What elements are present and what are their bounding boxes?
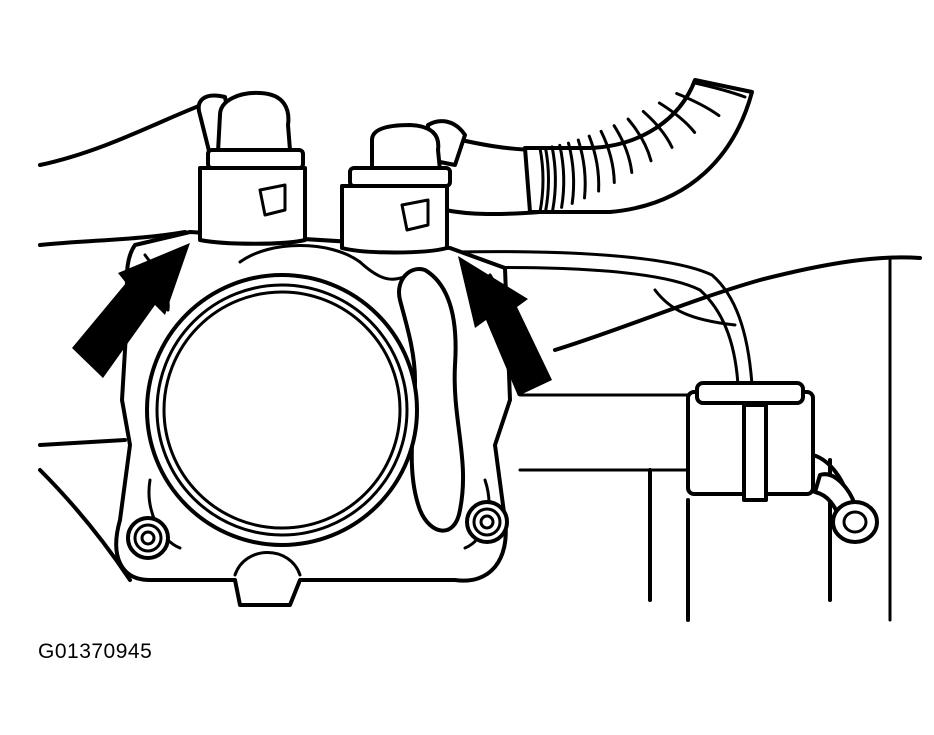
sensor-left [196, 90, 307, 246]
corrugated-hose [523, 78, 754, 214]
hose-rib [538, 146, 545, 214]
hose-rib [641, 110, 674, 149]
figure-id-label: G01370945 [38, 640, 153, 663]
hose-rib [587, 134, 601, 193]
hose-rib [675, 92, 721, 118]
hose-rib [550, 145, 557, 212]
throttle-bore [145, 273, 419, 547]
pointer-arrow-left [72, 243, 190, 378]
hose-rib [599, 129, 616, 184]
hose-rib [693, 81, 747, 99]
hose-rib [576, 138, 587, 200]
hose-rib [612, 124, 634, 174]
hose-rib [657, 101, 697, 134]
hose-rib [567, 141, 576, 205]
hose-rib [626, 117, 653, 163]
mounting-bolt-left [126, 516, 170, 560]
mounting-bolt-right [465, 500, 509, 544]
throttle-body-illustration [38, 78, 922, 622]
sensor-right [340, 119, 467, 255]
hose-rib [558, 143, 566, 209]
background-components [38, 98, 922, 622]
hose-rib [544, 146, 550, 214]
wiring-harness [453, 250, 754, 387]
vacuum-tube [813, 472, 879, 544]
pointer-arrow-right [458, 256, 552, 396]
electrical-connector [686, 381, 852, 622]
